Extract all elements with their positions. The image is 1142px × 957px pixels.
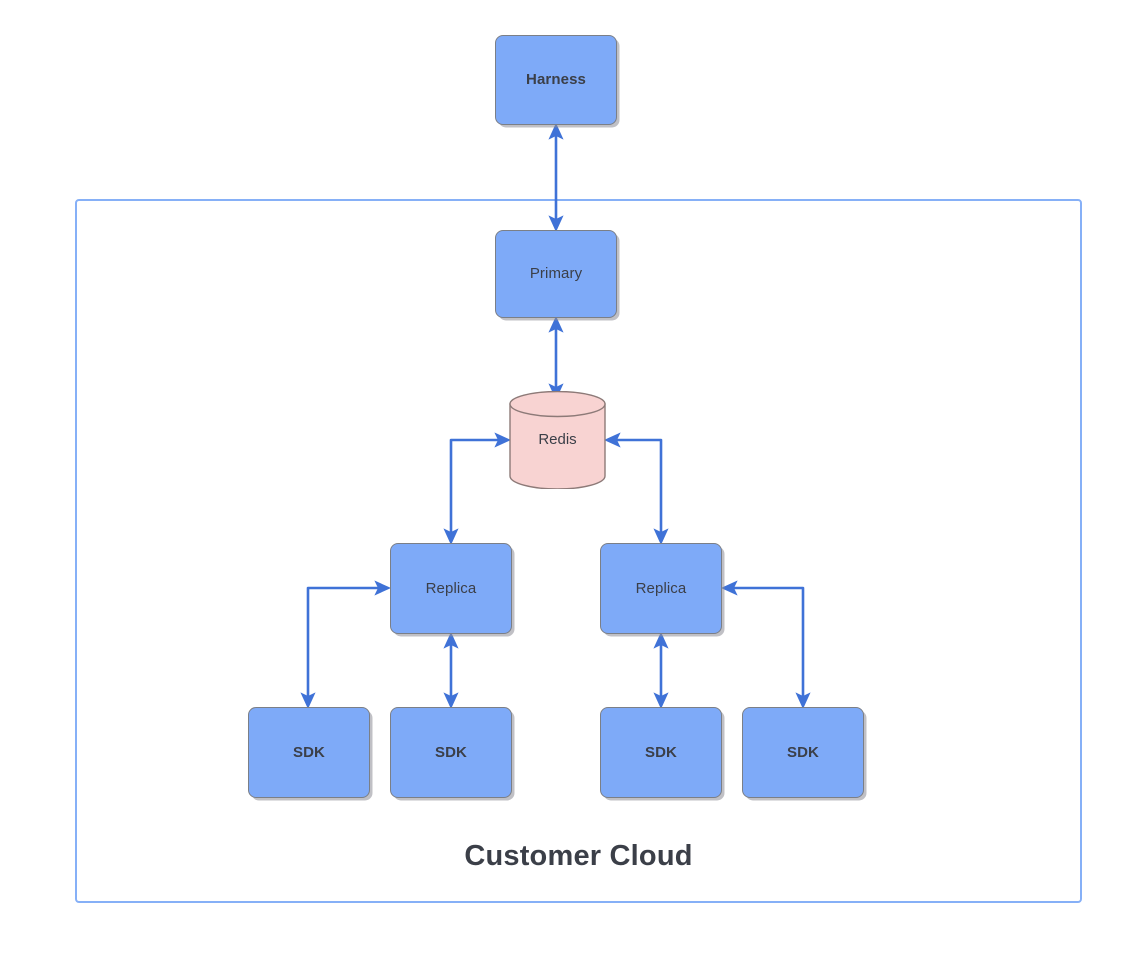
node-replica-left-label: Replica — [425, 579, 477, 597]
node-sdk-3[interactable]: SDK — [600, 707, 722, 798]
node-replica-right-label: Replica — [635, 579, 687, 597]
node-sdk-4[interactable]: SDK — [742, 707, 864, 798]
node-primary[interactable]: Primary — [495, 230, 617, 318]
node-sdk-1-label: SDK — [293, 743, 325, 761]
node-sdk-2-label: SDK — [435, 743, 467, 761]
node-replica-right[interactable]: Replica — [600, 543, 722, 634]
node-redis[interactable]: Redis — [506, 390, 609, 490]
node-sdk-1[interactable]: SDK — [248, 707, 370, 798]
node-sdk-4-label: SDK — [787, 743, 819, 761]
customer-cloud-container[interactable] — [75, 199, 1082, 903]
node-sdk-2[interactable]: SDK — [390, 707, 512, 798]
node-harness-label: Harness — [526, 71, 586, 88]
node-harness[interactable]: Harness — [495, 35, 617, 125]
customer-cloud-label: Customer Cloud — [464, 840, 693, 872]
node-primary-label: Primary — [529, 265, 583, 282]
node-replica-left[interactable]: Replica — [390, 543, 512, 634]
node-sdk-3-label: SDK — [645, 743, 677, 761]
redis-cylinder-icon — [509, 390, 606, 490]
